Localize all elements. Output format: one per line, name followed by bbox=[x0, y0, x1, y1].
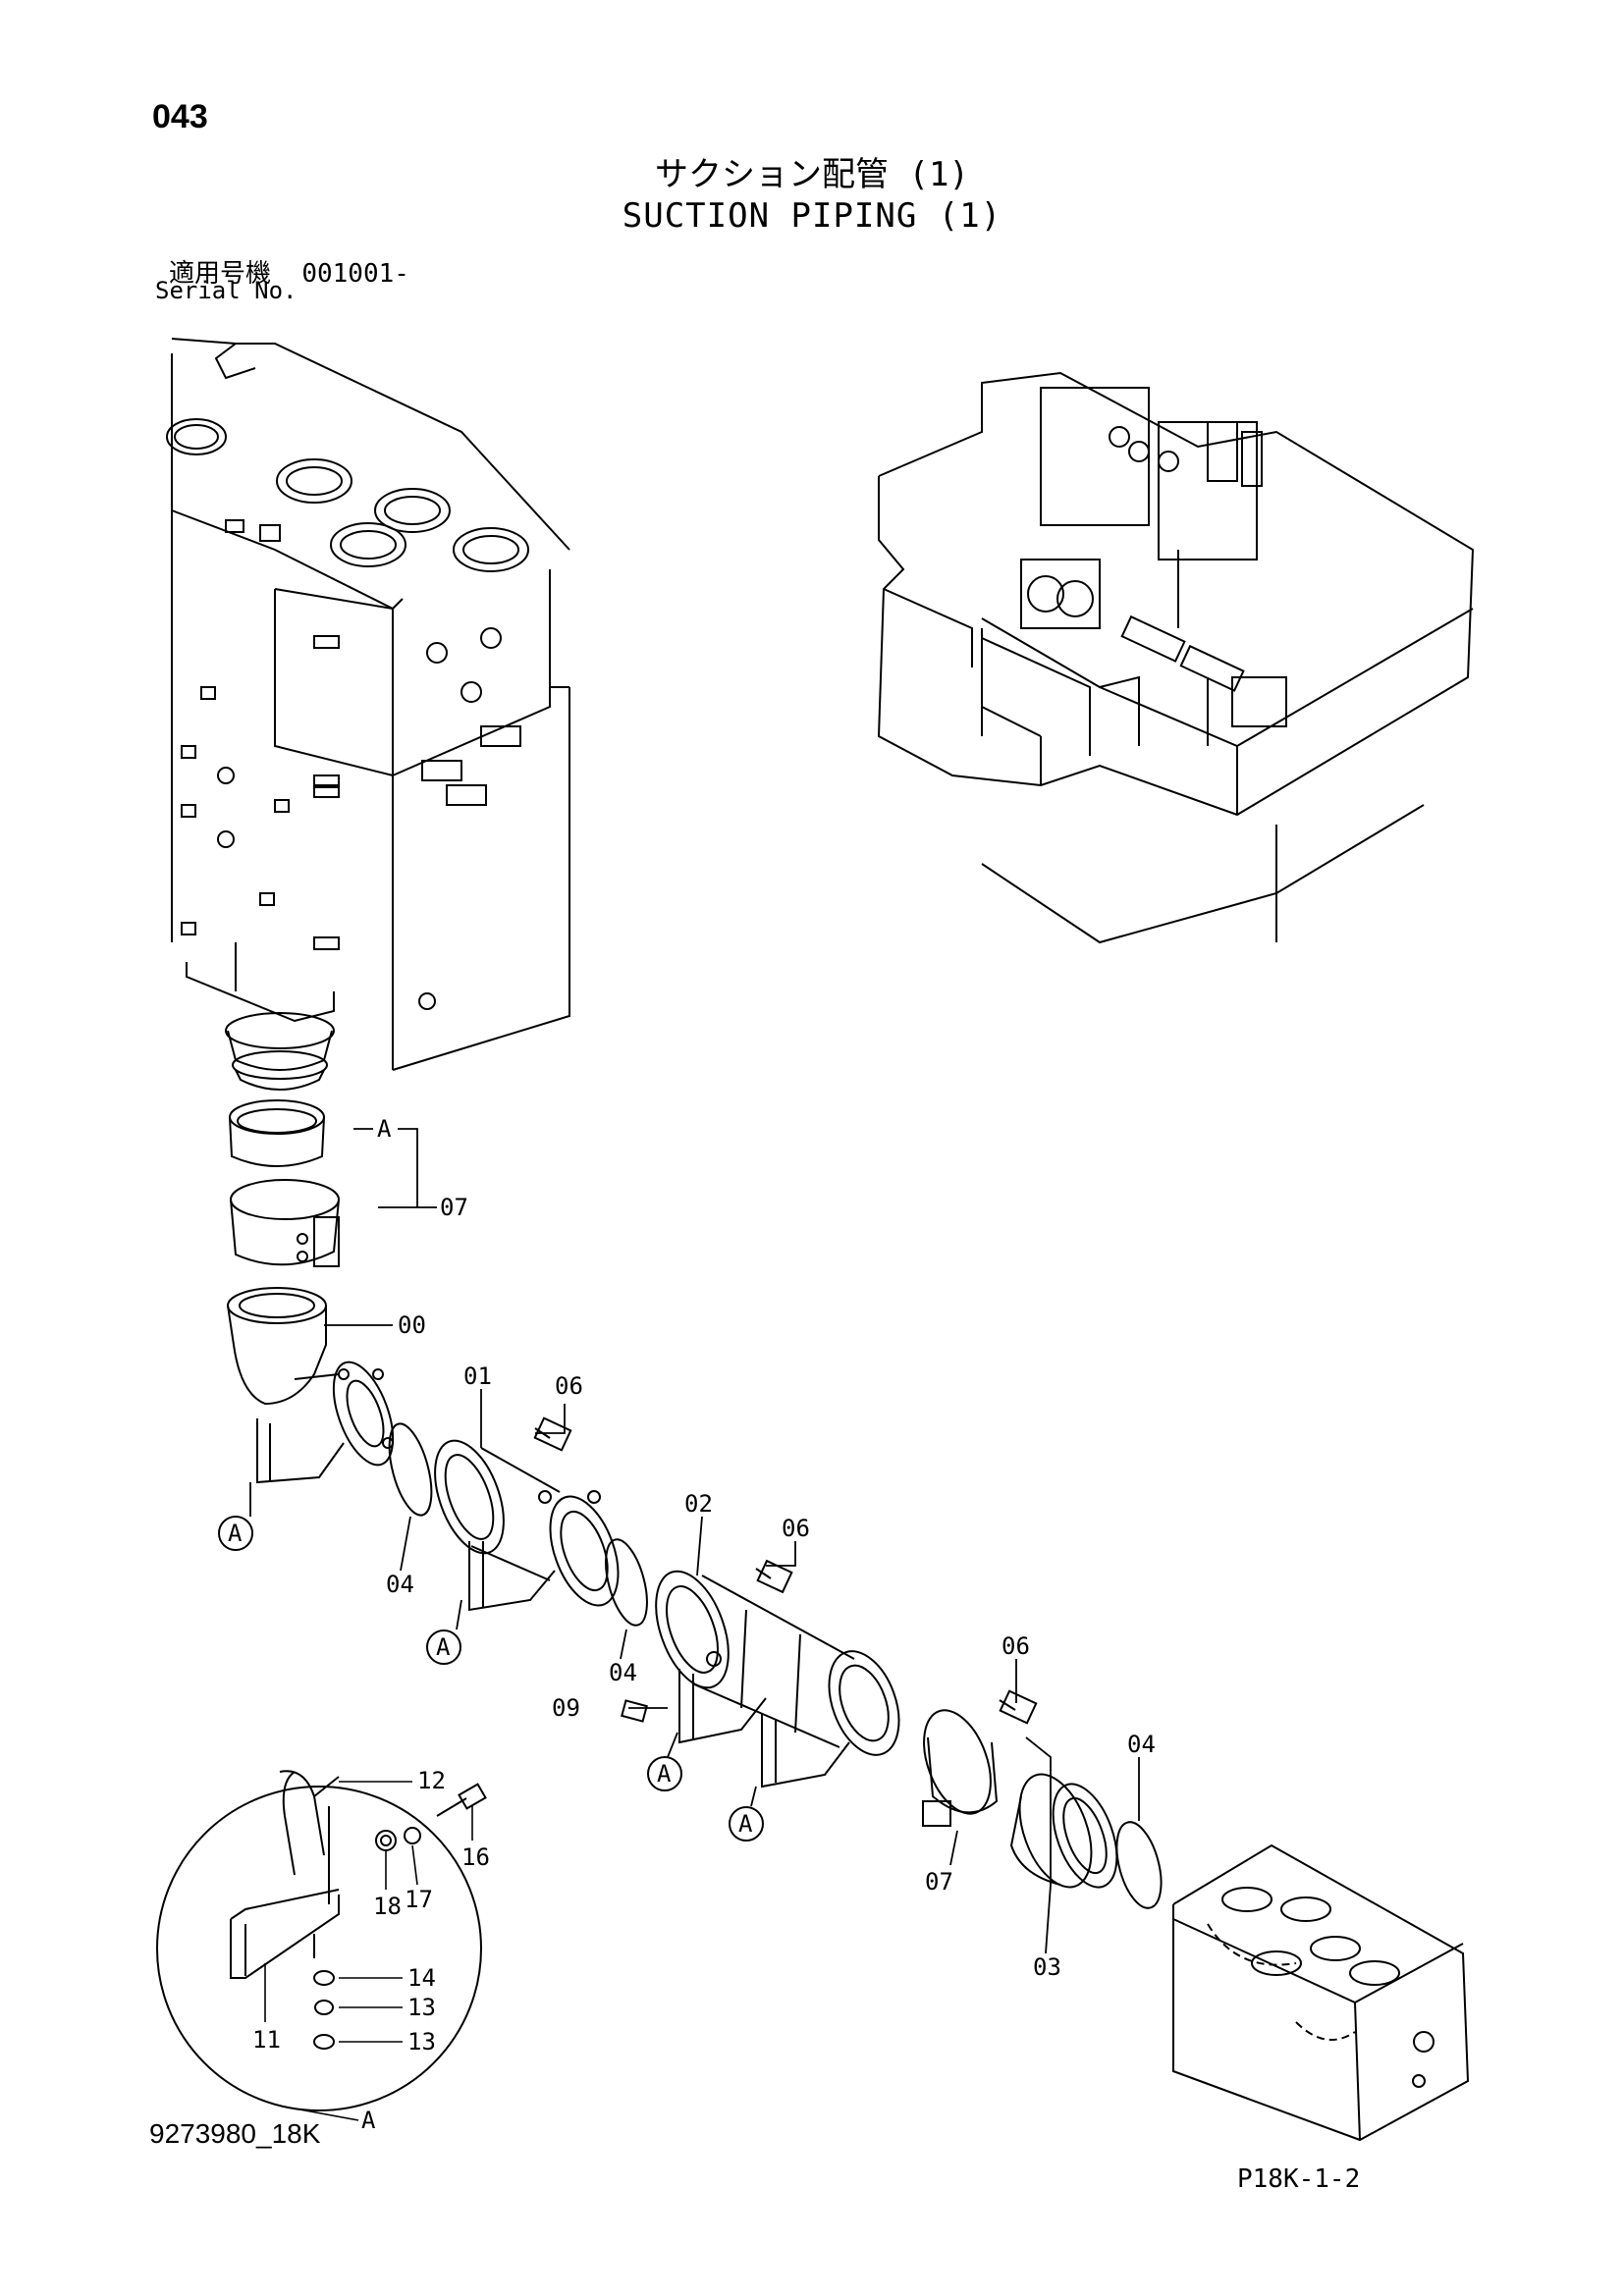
callout-06-c: 06 bbox=[1001, 1632, 1030, 1660]
callout-04-b: 04 bbox=[609, 1659, 637, 1686]
drawing-number: 9273980_18K bbox=[149, 2118, 321, 2149]
serial-label-english: Serial No. bbox=[155, 277, 298, 304]
callout-ref-a-1: A bbox=[228, 1520, 243, 1547]
callout-ref-a-2: A bbox=[436, 1633, 451, 1661]
callout-17: 17 bbox=[405, 1886, 433, 1913]
callout-13-b: 13 bbox=[407, 2028, 436, 2056]
callout-14: 14 bbox=[407, 1964, 436, 1992]
page-number: 043 bbox=[152, 98, 208, 135]
callout-ref-a-3: A bbox=[657, 1760, 672, 1788]
callout-ref-a-top: A bbox=[377, 1115, 392, 1143]
callout-02: 02 bbox=[684, 1490, 713, 1518]
serial-value: 001001- bbox=[301, 259, 409, 289]
detail-a-circle bbox=[156, 1770, 487, 2111]
callout-ref-a-4: A bbox=[738, 1810, 753, 1838]
leader-lines bbox=[249, 1128, 1140, 1954]
serial-label-japanese: 適用号機 001001- bbox=[169, 253, 409, 290]
callout-00: 00 bbox=[398, 1311, 426, 1339]
callout-12: 12 bbox=[417, 1767, 446, 1794]
ref-circles bbox=[218, 1516, 764, 1842]
callout-16: 16 bbox=[461, 1843, 490, 1871]
page-code: P18K-1-2 bbox=[1237, 2164, 1361, 2194]
machine-overview bbox=[877, 371, 1475, 944]
suction-parts bbox=[227, 1099, 1470, 2142]
title-japanese: サクション配管 (1) bbox=[655, 155, 969, 194]
detail-leaders bbox=[264, 1781, 473, 2121]
callout-07-bottom: 07 bbox=[925, 1868, 953, 1896]
callout-13-a: 13 bbox=[407, 1994, 436, 2021]
upper-frame-assembly bbox=[166, 338, 570, 1071]
callout-06-a: 06 bbox=[555, 1372, 583, 1400]
callout-06-b: 06 bbox=[782, 1515, 810, 1542]
callout-09: 09 bbox=[552, 1694, 580, 1722]
serial-label-jp-text: 適用号機 bbox=[169, 259, 272, 289]
callout-01: 01 bbox=[463, 1362, 492, 1390]
callout-labels: A 07 00 01 06 04 A A 02 06 04 09 A A 06 … bbox=[228, 1115, 1156, 2134]
callout-04-c: 04 bbox=[1127, 1731, 1156, 1758]
callout-18: 18 bbox=[373, 1893, 402, 1920]
callout-03: 03 bbox=[1033, 1953, 1061, 1981]
title-english: SUCTION PIPING (1) bbox=[622, 196, 1002, 236]
callout-11: 11 bbox=[252, 2026, 281, 2054]
tank-outlet bbox=[225, 1012, 335, 1091]
callout-07-top: 07 bbox=[440, 1194, 468, 1221]
callout-ref-a-detail: A bbox=[361, 2107, 376, 2134]
callout-04-a: 04 bbox=[386, 1571, 414, 1598]
